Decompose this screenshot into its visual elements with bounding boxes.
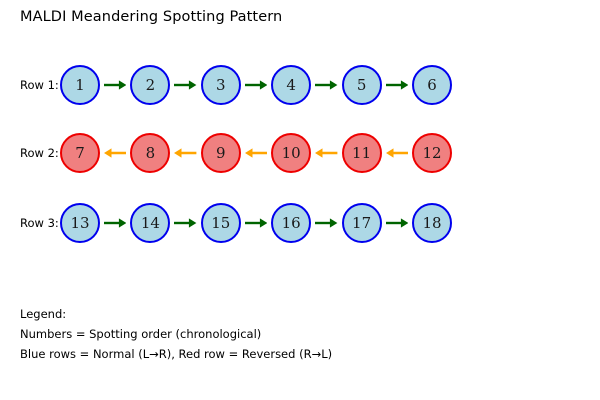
spot-node-label: 9 — [216, 143, 226, 162]
legend-line-numbers: Numbers = Spotting order (chronological) — [20, 327, 262, 341]
spot-node-label: 11 — [352, 143, 372, 162]
spot-node[interactable]: 4 — [271, 65, 312, 105]
arrow-right-icon — [315, 216, 338, 230]
spot-node-label: 14 — [140, 213, 160, 232]
spot-node[interactable]: 1 — [60, 65, 100, 105]
spot-node[interactable]: 8 — [130, 133, 171, 173]
legend-line-directions: Blue rows = Normal (L→R), Red row = Reve… — [20, 347, 333, 361]
arrow-right-icon — [244, 216, 268, 230]
arrow-right-icon — [315, 78, 338, 92]
spot-node-label: 16 — [281, 213, 301, 232]
spot-node[interactable]: 13 — [60, 203, 100, 243]
arrow-right-icon — [385, 78, 408, 92]
spot-node[interactable]: 5 — [341, 65, 382, 105]
diagram-row-2: Row 2: 7 8 9 10 11 12 — [0, 130, 600, 176]
row-label-3: Row 3: — [20, 216, 59, 230]
diagram-row-3: Row 3: 13 14 15 16 17 18 — [0, 200, 600, 246]
spot-node[interactable]: 10 — [271, 133, 312, 173]
spot-node[interactable]: 7 — [60, 133, 100, 173]
arrow-right-icon — [104, 78, 127, 92]
diagram-row-1: Row 1: 1 2 3 4 5 6 — [0, 62, 600, 108]
spot-node[interactable]: 11 — [341, 133, 382, 173]
arrow-left-icon — [104, 146, 127, 160]
spot-node-label: 13 — [70, 213, 90, 232]
spot-node-label: 10 — [281, 143, 301, 162]
spot-node[interactable]: 17 — [341, 203, 382, 243]
spot-node-label: 3 — [216, 75, 226, 94]
arrow-right-icon — [174, 78, 197, 92]
spot-node[interactable]: 15 — [200, 203, 241, 243]
arrow-left-icon — [174, 146, 197, 160]
arrow-right-icon — [244, 78, 268, 92]
spot-node-label: 1 — [75, 75, 85, 94]
spot-node-label: 12 — [422, 143, 442, 162]
spot-node-label: 15 — [211, 213, 231, 232]
spot-node[interactable]: 12 — [412, 133, 452, 173]
spot-node[interactable]: 6 — [412, 65, 452, 105]
spot-node-label: 17 — [352, 213, 372, 232]
row-label-2: Row 2: — [20, 146, 59, 160]
spot-node-label: 7 — [75, 143, 85, 162]
spot-node[interactable]: 14 — [130, 203, 171, 243]
arrow-right-icon — [104, 216, 127, 230]
spot-node[interactable]: 18 — [412, 203, 452, 243]
arrow-right-icon — [385, 216, 408, 230]
arrow-right-icon — [174, 216, 197, 230]
spot-node-label: 6 — [427, 75, 437, 94]
spot-node[interactable]: 16 — [271, 203, 312, 243]
legend-heading: Legend: — [20, 307, 67, 321]
page-title: MALDI Meandering Spotting Pattern — [20, 9, 283, 25]
arrow-left-icon — [385, 146, 408, 160]
row-label-1: Row 1: — [20, 78, 59, 92]
arrow-left-icon — [315, 146, 338, 160]
spot-node-label: 8 — [145, 143, 156, 162]
spot-node[interactable]: 2 — [130, 65, 171, 105]
spot-node[interactable]: 3 — [200, 65, 241, 105]
spot-node-label: 4 — [286, 75, 296, 94]
spot-node-label: 2 — [145, 75, 156, 94]
legend: Legend: Numbers = Spotting order (chrono… — [20, 304, 332, 364]
arrow-left-icon — [244, 146, 268, 160]
spot-node[interactable]: 9 — [200, 133, 241, 173]
spot-node-label: 18 — [422, 213, 442, 232]
spot-node-label: 5 — [356, 75, 367, 94]
